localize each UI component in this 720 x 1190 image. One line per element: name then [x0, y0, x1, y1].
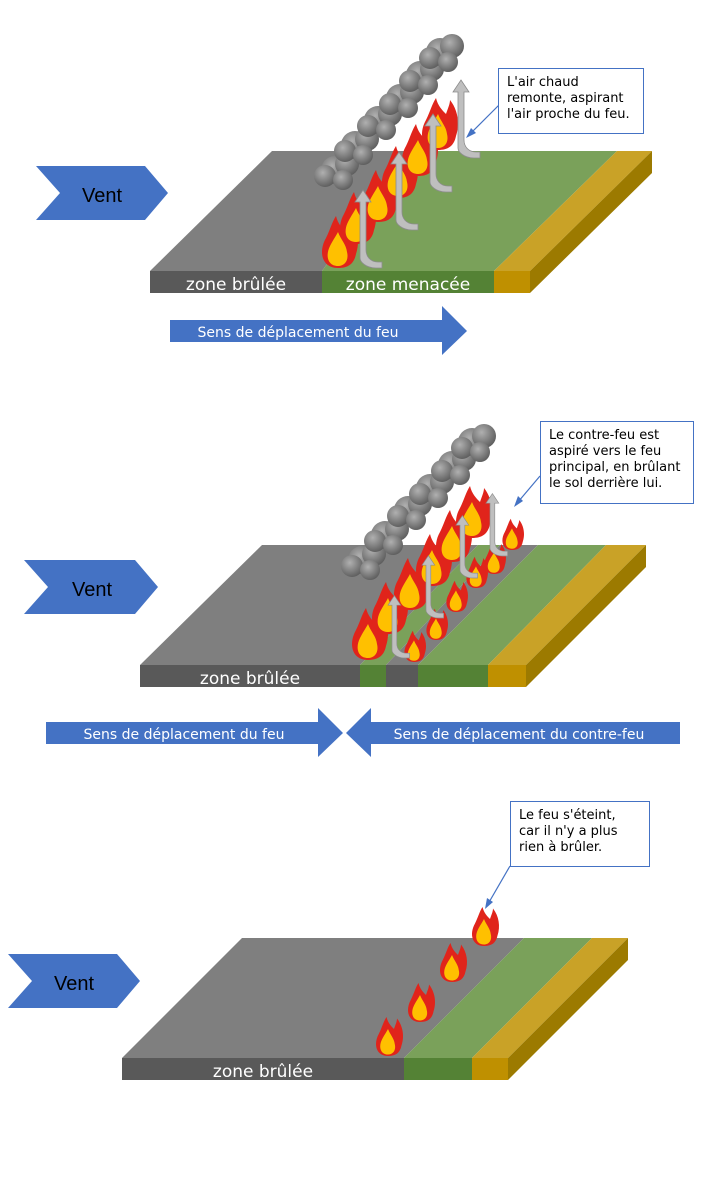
panel-2: Vent zone brûlée: [24, 424, 680, 757]
wind-arrow: Vent: [36, 166, 168, 220]
wind-arrow: Vent: [8, 954, 140, 1008]
wind-label: Vent: [82, 185, 122, 207]
zone-burned-label: zone brûlée: [186, 275, 286, 295]
zone-threatened-label: zone menacée: [346, 275, 470, 295]
callout-extinguished: Le feu s'éteint, car il n'y a plus rien …: [510, 801, 650, 867]
wind-arrow: Vent: [24, 560, 158, 614]
zone-burned-label: zone brûlée: [200, 669, 300, 689]
slab-side: [530, 151, 652, 293]
callout-counterfire: Le contre-feu est aspiré vers le feu pri…: [540, 421, 694, 504]
zone-burned-label: zone brûlée: [213, 1062, 313, 1082]
fire-direction-arrow: Sens de déplacement du feu: [46, 708, 343, 757]
svg-text:Sens de déplacement du feu: Sens de déplacement du feu: [84, 727, 285, 743]
panel-1: Vent zone brûlée zone menacée: [36, 34, 652, 355]
callout-pointer: [487, 865, 511, 905]
callout-pointer: [469, 103, 501, 135]
callout-pointer: [517, 475, 541, 503]
threatened-zone-front: [322, 271, 494, 293]
wind-label: Vent: [54, 973, 94, 995]
fire-direction-arrow: Sens de déplacement du feu: [170, 306, 467, 355]
burned-zone-front: [150, 271, 322, 293]
wind-label: Vent: [72, 579, 112, 601]
fuel-zone-front: [494, 271, 530, 293]
panel-3: Vent zone brûlée: [8, 865, 628, 1082]
callout-hot-air: L'air chaud remonte, aspirant l'air proc…: [498, 68, 644, 134]
fuel-zone-top: [494, 151, 652, 271]
counterfire-direction-arrow: Sens de déplacement du contre-feu: [346, 708, 680, 757]
svg-text:Sens de déplacement du feu: Sens de déplacement du feu: [198, 325, 399, 341]
svg-text:Sens de déplacement du contre-: Sens de déplacement du contre-feu: [394, 727, 645, 743]
